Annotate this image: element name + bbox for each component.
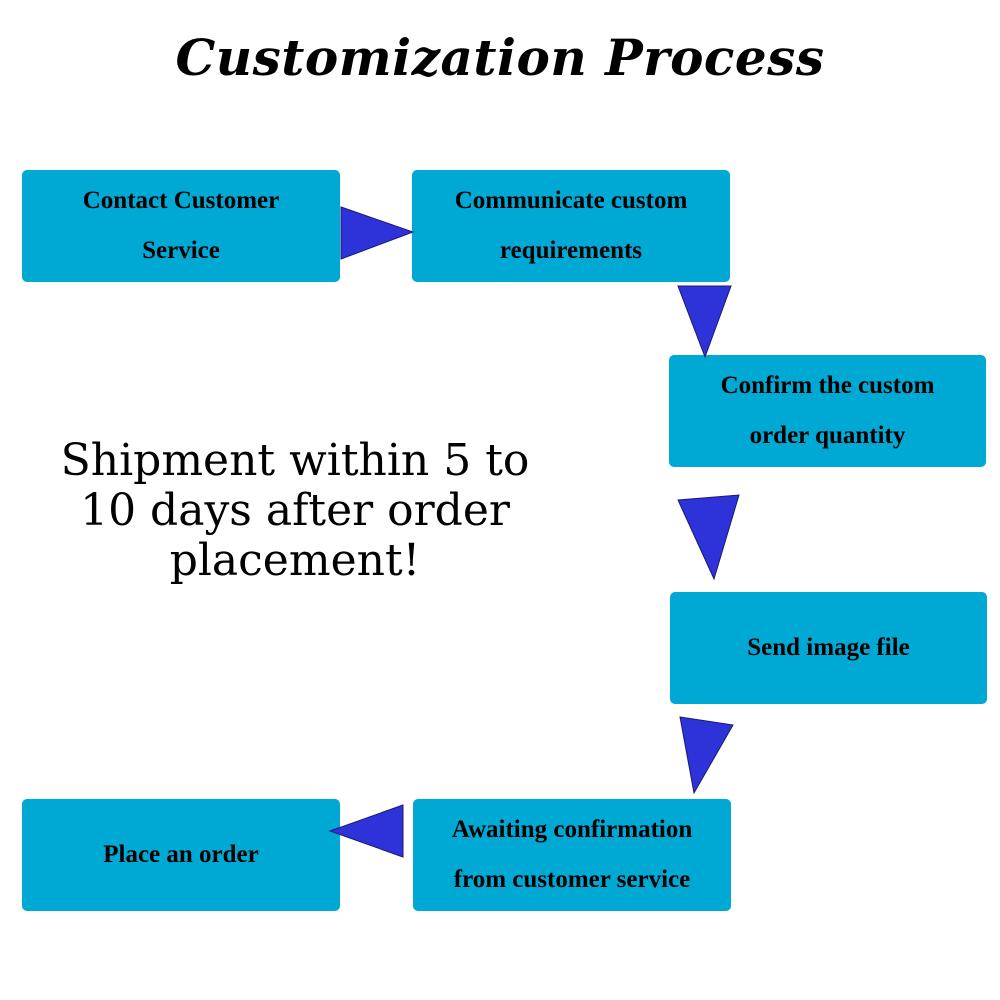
arrow-left-icon <box>328 804 404 858</box>
arrow-down-icon <box>677 494 740 581</box>
arrow-right-icon <box>340 206 415 260</box>
shipment-note: Shipment within 5 to 10 days after order… <box>60 435 530 586</box>
step-confirm-quantity: Confirm the custom order quantity <box>669 355 986 467</box>
step-awaiting-confirmation: Awaiting confirmation from customer serv… <box>413 799 731 911</box>
step-communicate-requirements: Communicate custom requirements <box>412 170 730 282</box>
step-contact-customer-service: Contact Customer Service <box>22 170 340 282</box>
diagram-title: Customization Process <box>175 28 825 87</box>
arrow-down-icon <box>677 285 732 359</box>
step-send-image-file: Send image file <box>670 592 987 704</box>
arrow-down-icon <box>679 716 734 795</box>
step-place-order: Place an order <box>22 799 340 911</box>
